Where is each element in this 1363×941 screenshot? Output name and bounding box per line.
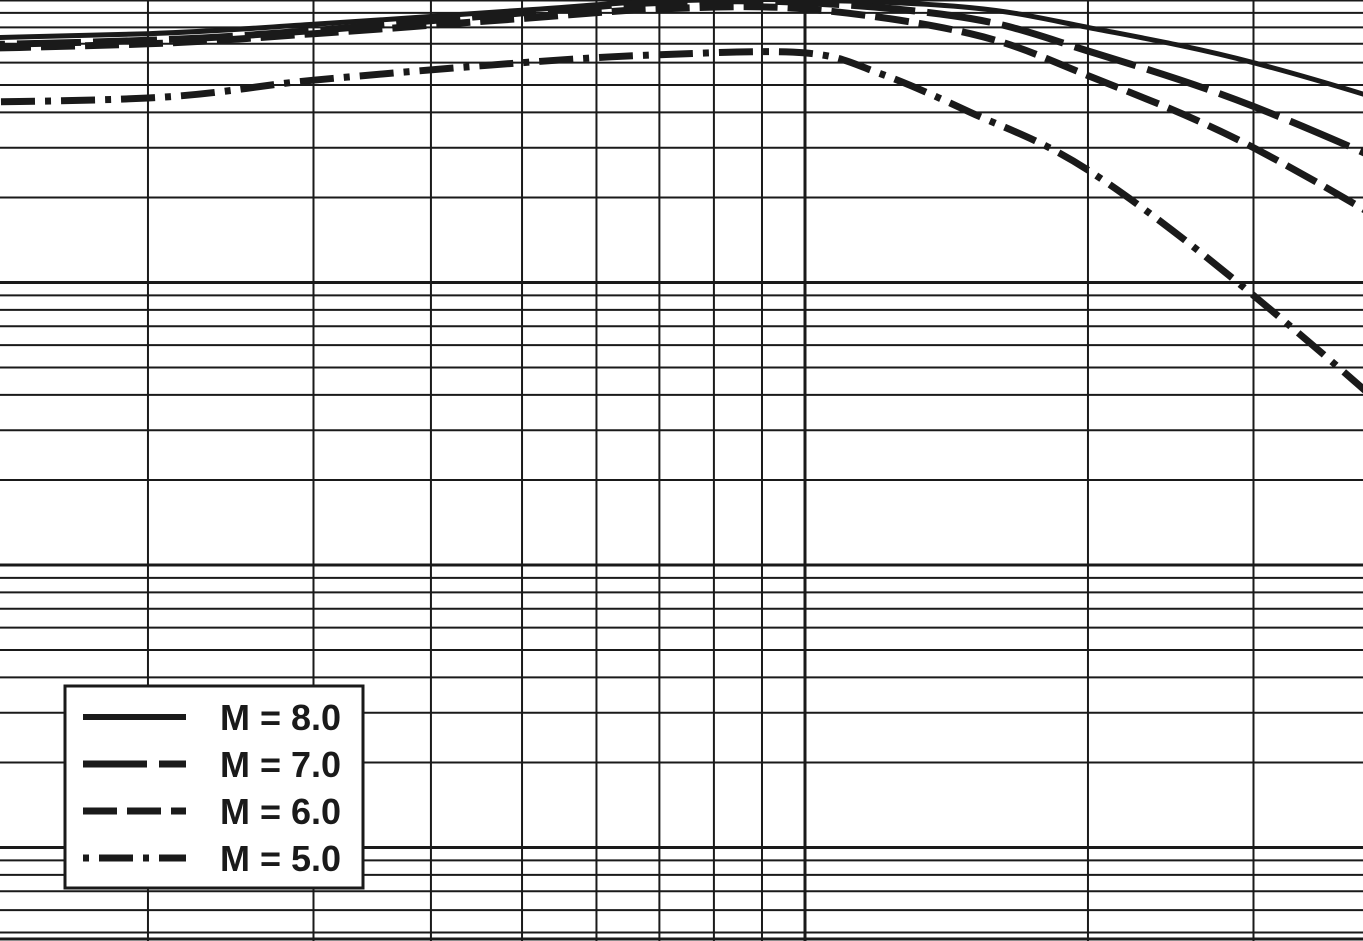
legend-label-m5: M = 5.0 [220,838,341,879]
series-line-0 [0,0,1363,97]
series-lines [0,0,1363,394]
legend: M = 8.0 M = 7.0 M = 6.0 M = 5.0 [63,684,365,890]
legend-label-m6: M = 6.0 [220,791,341,832]
legend-label-m8: M = 8.0 [220,697,341,738]
series-line-3 [0,48,1363,394]
series-line-2 [0,3,1363,214]
legend-label-m7: M = 7.0 [220,744,341,785]
